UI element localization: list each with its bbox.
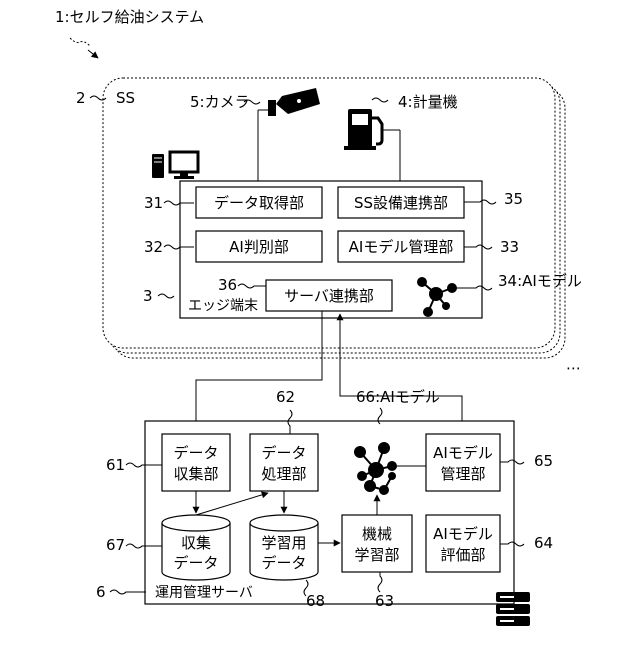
collected-data-ref: 67	[106, 536, 125, 554]
edge-name: エッジ端末	[188, 298, 258, 314]
server-name: 運用管理サーバ	[155, 585, 253, 601]
ai-judgment-label: AI判別部	[229, 238, 289, 256]
server-ai-model-mgmt-ref: 65	[534, 452, 553, 470]
system-label-leader	[70, 38, 90, 46]
ss-equipment-link-label: SS設備連携部	[354, 194, 448, 212]
system-label: 1:セルフ給油システム	[55, 8, 204, 26]
dispenser-label: 4:計量機	[398, 93, 458, 111]
data-collection-ref: 61	[106, 456, 125, 474]
data-collection-line1: データ	[173, 444, 218, 462]
server-ai-model-label: 66:AIモデル	[356, 388, 440, 406]
data-processing-line2: 処理部	[261, 465, 306, 483]
system-label-arrow	[88, 50, 98, 58]
ai-judgment-ref: 32	[144, 238, 163, 256]
ai-model-eval-line1: AIモデル	[433, 525, 493, 543]
server-ai-model-mgmt-line1: AIモデル	[433, 444, 493, 462]
ai-model-eval-line2: 評価部	[440, 546, 485, 564]
camera-label: 5:カメラ	[190, 93, 250, 111]
server-ref: 6	[96, 583, 106, 601]
training-data-line2: データ	[261, 554, 306, 572]
machine-learning-ref: 63	[375, 592, 394, 610]
collected-data-line2: データ	[173, 554, 218, 572]
ai-model-mgmt-ref: 33	[500, 238, 519, 256]
data-acquisition-label: データ取得部	[214, 194, 304, 212]
training-data-ref: 68	[306, 592, 325, 610]
ai-model-mgmt-label: AIモデル管理部	[349, 238, 454, 256]
data-acquisition-ref: 31	[144, 194, 163, 212]
data-processing-line1: データ	[261, 444, 306, 462]
data-collection-line2: 収集部	[173, 465, 218, 483]
server-link-label: サーバ連携部	[284, 287, 374, 305]
machine-learning-line1: 機械	[362, 525, 392, 543]
server-link-ref: 36	[218, 276, 237, 294]
data-processing-ref: 62	[276, 388, 295, 406]
server-rack-icon	[496, 592, 530, 626]
server-ref-leader	[110, 590, 146, 594]
ss-name: SS	[116, 89, 135, 107]
edge-ref: 3	[143, 287, 153, 305]
ai-model-eval-ref: 64	[534, 534, 553, 552]
machine-learning-line2: 学習部	[354, 546, 399, 564]
ss-more: ⋯	[566, 359, 581, 377]
ss-equipment-link-ref: 35	[504, 190, 523, 208]
edge-ai-model-label: 34:AIモデル	[498, 272, 582, 290]
server-ai-model-mgmt-line2: 管理部	[440, 465, 485, 483]
training-data-line1: 学習用	[261, 534, 306, 552]
collected-data-line1: 収集	[181, 534, 211, 552]
ss-ref: 2	[76, 89, 86, 107]
